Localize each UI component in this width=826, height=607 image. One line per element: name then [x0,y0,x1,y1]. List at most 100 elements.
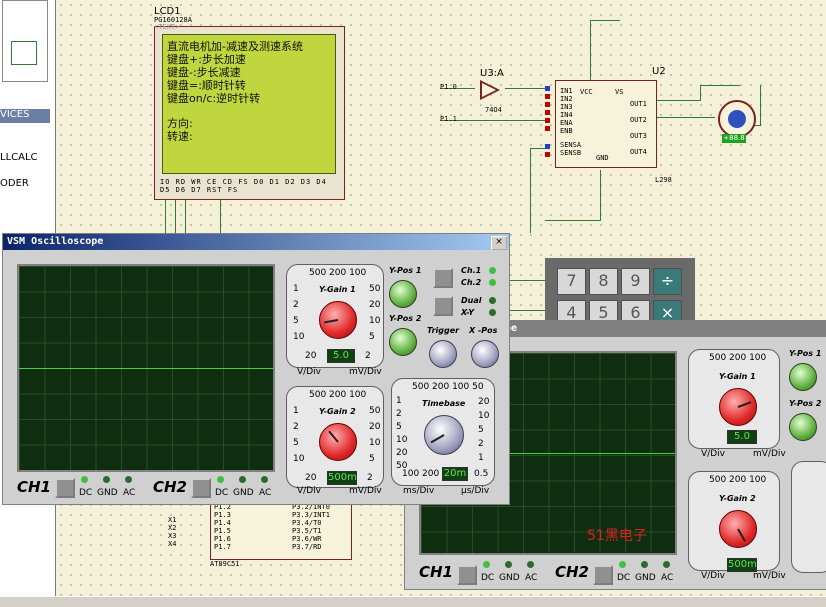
vdiv-label: V/Div [701,571,725,581]
wire [590,20,620,21]
l298-out-pins: OUT1 OUT2 OUT3 OUT4 [630,96,647,160]
ac-led [125,476,132,483]
overview-thumbnail[interactable] [2,0,48,82]
mode-select-button[interactable] [433,296,453,316]
scale-tick: 2 [293,300,299,310]
scale-right: 50 20 10 5 [369,403,380,467]
pin-label: P1.3 [214,511,231,519]
scale-tick: 1 [293,284,299,294]
scale-top: 500 200 100 [309,390,367,400]
scale-tick: 50 [369,284,381,294]
p11-label: P1.1 [440,115,457,123]
mvdiv-label: mV/Div [349,486,382,496]
x-net-labels: X1 X2 X3 X4 [168,516,176,548]
channel-select-button[interactable] [433,268,453,288]
wire [507,310,545,311]
pin-label: SENSB [560,149,582,157]
key-divide[interactable]: ÷ [653,268,682,295]
ygain2-panel: 500 200 100 1 2 5 10 50 20 10 5 Y-Gain 2… [286,386,384,488]
ypos2-knob[interactable] [389,328,417,356]
ygain1-knob[interactable] [719,388,757,426]
mcu-chip[interactable] [210,500,352,560]
motor-icon[interactable] [718,100,756,138]
scale-tick: 2 [293,422,299,432]
tb-scale-left: 1 2 5 10 20 50 [396,395,407,473]
device-item[interactable]: LLCALC [0,152,38,163]
mcu-right-pins: P3.2/INT0 P3.3/INT1 P3.4/T0 P3.5/T1 P3.6… [292,503,330,551]
l298-chip[interactable] [555,80,657,168]
ac-label: AC [661,573,674,583]
gnd-label: GND [596,154,609,162]
ygain1-value: 5.0 [727,430,757,444]
ygain1-value: 5.0 [327,349,355,363]
timebase-panel-partial [791,461,826,573]
trigger-label: Trigger [427,326,460,335]
ac-label: AC [525,573,538,583]
pin-label: P3.7/RD [292,543,322,551]
scale-tick: 5 [293,316,299,326]
scale-tick: 1 [293,406,299,416]
pin-label: P1.4 [214,519,231,527]
ch2-coupling-button[interactable] [593,565,613,585]
dc-led [81,476,88,483]
ch2-coupling-button[interactable] [191,478,211,498]
ygain1-knob[interactable] [319,301,357,339]
scale-tick: 2 [396,409,402,419]
ypos1-knob[interactable] [389,280,417,308]
net-label: X1 [168,516,177,524]
trigger-knob[interactable] [429,340,457,368]
wire [530,148,531,233]
vs-label: VS [615,88,624,96]
oscilloscope-window[interactable]: VSM Oscilloscope × 500 200 100 1 2 5 10 … [2,233,510,505]
u2-part: L298 [655,176,672,184]
pin-label: P1.5 [214,527,231,535]
mvdiv-label: mV/Div [753,571,786,581]
mvdiv-label: mV/Div [753,449,786,459]
lcd-pin-labels: IO RD WR CE CD FS D0 D1 D2 D3 D4 D5 D6 D… [160,178,327,194]
ygain2-knob[interactable] [319,423,357,461]
ypos1-label: Y-Pos 1 [389,266,422,275]
title-bar[interactable]: pe [405,321,826,337]
ac-led [527,561,534,568]
device-item[interactable]: ODER [0,178,29,189]
scale-tick: 10 [293,332,305,342]
ypos1-label: Y-Pos 1 [789,349,822,358]
ch1-coupling-button[interactable] [55,478,75,498]
scale-bottom-left: 20 [305,351,317,361]
scale-top: 500 200 100 [709,475,767,485]
gnd-led [641,561,648,568]
scale-tick: 1 [478,453,484,463]
ch1-trace [19,368,273,369]
pin-label: OUT2 [630,116,647,124]
ypos1-knob[interactable] [789,363,817,391]
wire [440,88,475,89]
ch1-led [489,267,496,274]
key-7[interactable]: 7 [557,268,586,295]
timebase-knob[interactable] [424,415,464,455]
lcd-line: 直流电机加-减速及测速系统 [167,40,303,53]
dual-led [489,297,496,304]
scale-tick: 10 [293,454,305,464]
scale-tick: 10 [369,438,381,448]
close-button[interactable]: × [491,236,507,250]
usdiv-label: µs/Div [461,486,490,496]
key-9[interactable]: 9 [621,268,650,295]
dual-label: Dual [461,296,482,305]
ypos2-knob[interactable] [789,413,817,441]
ch1-coupling-button[interactable] [457,565,477,585]
keypad[interactable]: 7 8 9 ÷ 4 5 6 × [545,258,695,328]
xpos-knob[interactable] [471,340,499,368]
ch2-label: CH2 [153,478,187,496]
title-bar[interactable]: VSM Oscilloscope [3,234,509,250]
pin-label: IN2 [560,95,573,103]
net-label: X2 [168,524,177,532]
wire [700,85,740,86]
scale-tick: 1 [396,396,402,406]
ygain2-knob[interactable] [719,510,757,548]
wire [760,85,761,125]
ac-led [663,561,670,568]
ch1-trace [421,453,675,454]
key-8[interactable]: 8 [589,268,618,295]
lcd-line: 转速: [167,130,193,143]
scale-tick: 20 [396,448,408,458]
